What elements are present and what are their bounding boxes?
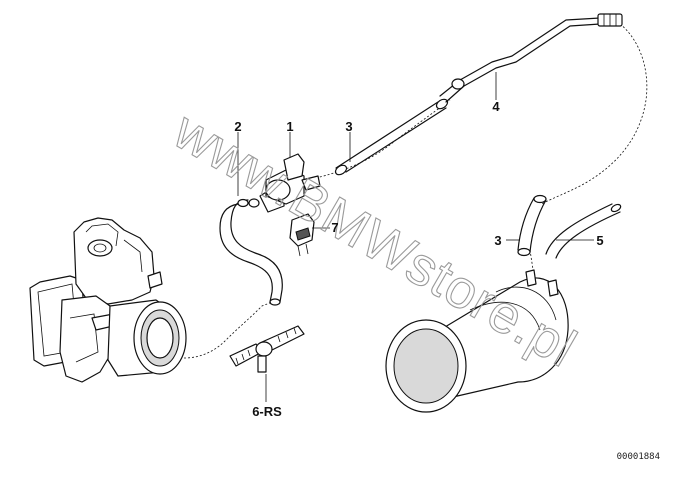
throttle-body bbox=[29, 217, 187, 383]
callout-6-rs: 6-RS bbox=[252, 404, 282, 419]
t-connector-6rs bbox=[229, 325, 305, 373]
diagram-reference-number: 00001884 bbox=[617, 452, 660, 462]
hose-3-upper bbox=[334, 98, 449, 176]
callout-1: 1 bbox=[286, 119, 293, 134]
electrical-connector-7 bbox=[289, 213, 315, 257]
callout-2: 2 bbox=[234, 119, 241, 134]
callout-3-lower: 3 bbox=[494, 233, 501, 248]
charcoal-canister bbox=[385, 269, 569, 413]
callout-3-upper: 3 bbox=[345, 119, 352, 134]
watermark-text: www.BMWstore.pl bbox=[163, 100, 586, 379]
hose-5 bbox=[545, 203, 622, 259]
leader-lines bbox=[237, 72, 594, 402]
hard-pipe-4 bbox=[439, 13, 623, 103]
vacuum-valve-1 bbox=[248, 153, 321, 213]
callout-4: 4 bbox=[492, 99, 500, 114]
vacuum-hose-2 bbox=[219, 198, 283, 306]
callout-5: 5 bbox=[596, 233, 603, 248]
callout-7: 7 bbox=[331, 220, 338, 235]
hose-3-lower bbox=[517, 194, 547, 257]
